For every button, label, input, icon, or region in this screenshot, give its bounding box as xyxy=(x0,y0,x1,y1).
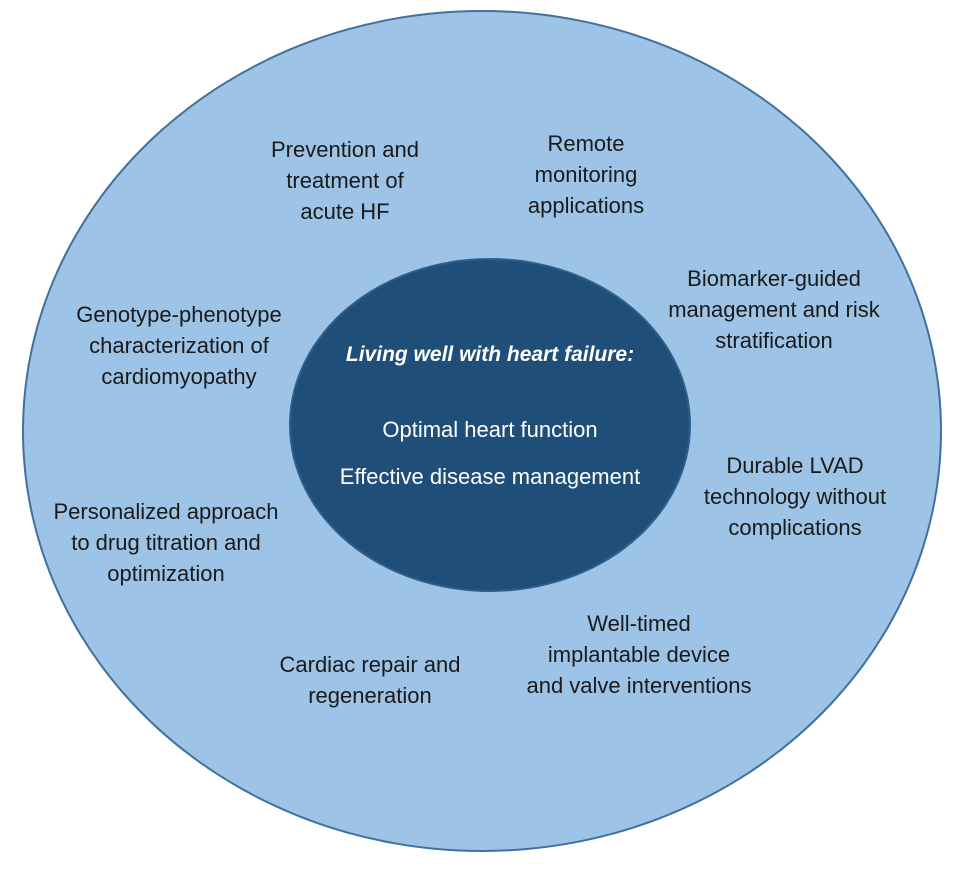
center-title: Living well with heart failure: xyxy=(345,343,635,366)
item-durable-lvad: Durable LVAD technology without complica… xyxy=(703,453,887,540)
inner-circle xyxy=(289,258,691,592)
item-genotype-phenotype: Genotype-phenotype characterization of c… xyxy=(76,302,282,389)
item-prevention-acute-hf: Prevention and treatment of acute HF xyxy=(271,137,419,224)
center-line-heart-function: Optimal heart function xyxy=(382,417,598,442)
item-cardiac-repair: Cardiac repair and regeneration xyxy=(279,652,461,708)
item-personalized-drug: Personalized approach to drug titration … xyxy=(53,499,279,586)
center-line-disease-management: Effective disease management xyxy=(339,464,641,489)
item-biomarker-guided: Biomarker-guided management and risk str… xyxy=(668,266,880,353)
item-remote-monitoring: Remote monitoring applications xyxy=(527,131,645,218)
item-implantable-device: Well-timed implantable device and valve … xyxy=(526,611,752,698)
